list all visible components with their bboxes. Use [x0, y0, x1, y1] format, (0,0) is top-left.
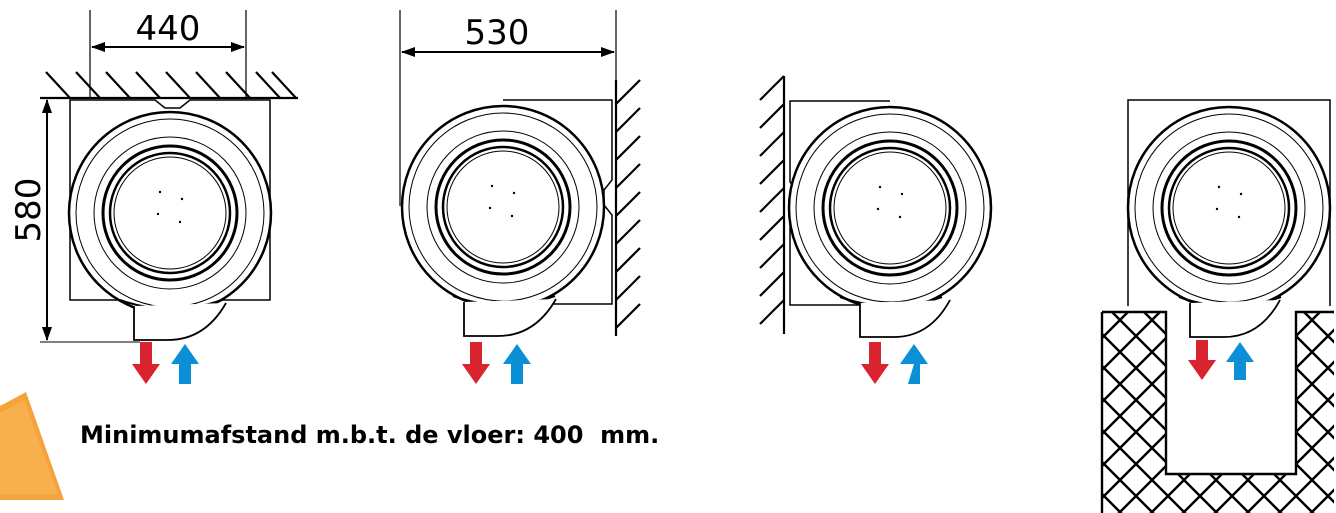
unit-ceiling-mount: 440 580 [9, 9, 298, 343]
right-wall-hatch [614, 79, 641, 336]
unit-wall-left [759, 75, 993, 338]
width-dimension-label: 440 [136, 9, 201, 49]
air-in-arrow-icon [1226, 342, 1254, 380]
air-arrows-3 [861, 342, 928, 384]
air-out-arrow-icon [861, 342, 889, 384]
left-wall-hatch [759, 75, 786, 334]
air-in-arrow-icon [900, 344, 928, 384]
air-in-arrow-icon [171, 344, 199, 384]
air-in-arrow-icon [503, 344, 531, 384]
air-out-arrow-icon [132, 342, 160, 384]
warning-triangle-icon [0, 392, 64, 500]
air-out-arrow-icon [462, 342, 490, 384]
height-dimension-label: 580 [9, 178, 49, 243]
unit-recess-mount [1100, 99, 1334, 513]
air-arrows-4 [1188, 340, 1254, 380]
air-out-arrow-icon [1188, 340, 1216, 380]
air-arrows-2 [462, 342, 531, 384]
unit-wall-right: 530 [399, 10, 641, 337]
air-arrows-1 [132, 342, 199, 384]
recess-crosshatch [1102, 312, 1334, 513]
ceiling-hatch [40, 71, 298, 100]
depth-dimension-label: 530 [465, 13, 530, 53]
floor-distance-note: Minimumafstand m.b.t. de vloer: 400 mm. [80, 421, 660, 449]
